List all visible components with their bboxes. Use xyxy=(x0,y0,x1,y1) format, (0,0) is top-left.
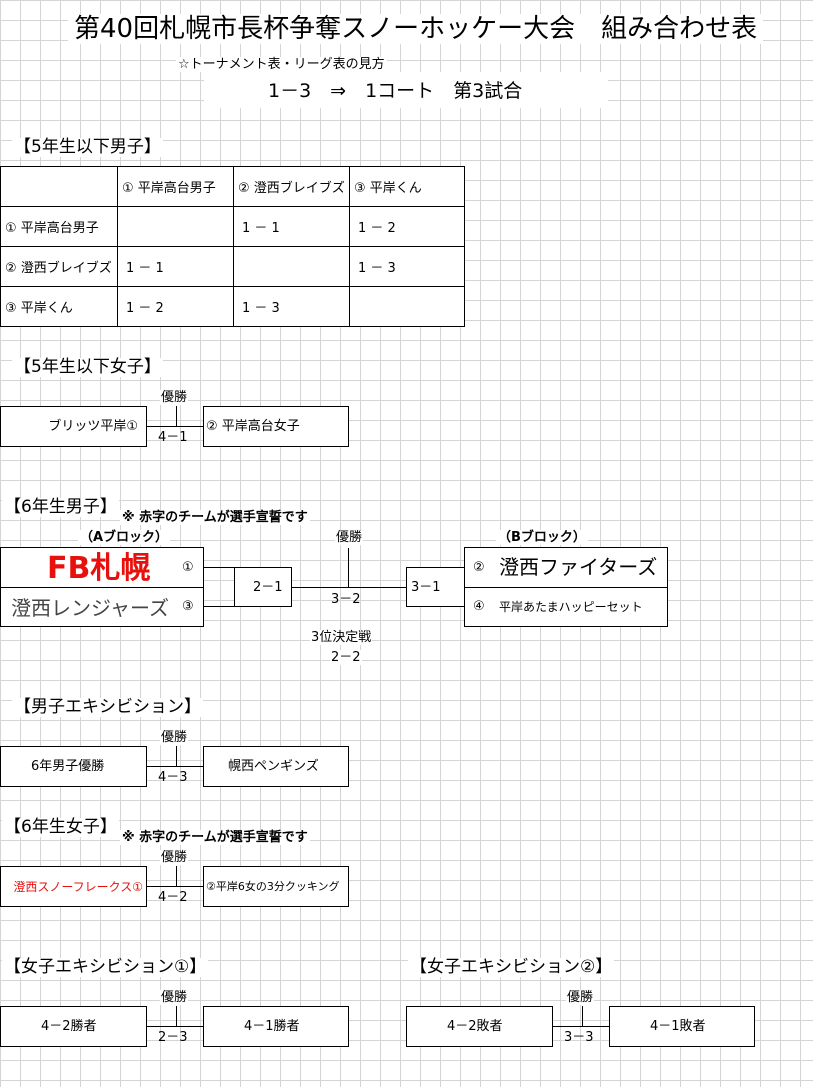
team-box: 6年男子優勝 xyxy=(0,746,147,787)
bracket-line xyxy=(291,587,407,588)
table-corner xyxy=(1,167,118,207)
team-box: 4－2勝者 xyxy=(0,1006,147,1047)
bracket-line xyxy=(146,886,204,887)
table-cell: 1 － 1 xyxy=(118,247,234,287)
semifinal-b-box: 3－1 xyxy=(406,567,465,607)
semifinal-a-box: 2－1 xyxy=(234,567,292,607)
team-name-red: FB札幌 xyxy=(47,551,151,586)
girls6-note: ※ 赤字のチームが選手宣誓です xyxy=(120,830,310,845)
bracket-line xyxy=(176,406,177,426)
boys6-note: ※ 赤字のチームが選手宣誓です xyxy=(120,510,310,525)
block-b-box: ② 澄西ファイターズ ④ 平岸あたまハッピーセット xyxy=(464,547,668,627)
seed-number: ② xyxy=(473,560,485,575)
team-box: 4－2敗者 xyxy=(406,1006,553,1047)
winner-label: 優勝 xyxy=(160,850,189,865)
girls-exhibition-1-header: 【女子エキシビション①】 xyxy=(2,957,209,977)
team-box: ② 平岸高台女子 xyxy=(203,406,349,447)
bracket-line xyxy=(348,548,349,587)
bracket-line xyxy=(176,866,177,886)
bracket-line xyxy=(146,1026,204,1027)
match-number: 2－1 xyxy=(253,580,283,595)
row-header: ① 平岸高台男子 xyxy=(1,207,118,247)
seed-number: ④ xyxy=(473,599,485,614)
winner-label: 優勝 xyxy=(160,990,189,1005)
team-name: 6年男子優勝 xyxy=(31,759,105,774)
team-box: ②平岸6女の3分クッキング xyxy=(203,866,349,907)
team-box: 4－1勝者 xyxy=(203,1006,349,1047)
seed-number: ① xyxy=(182,560,194,575)
col-header: ② 澄西ブレイブズ xyxy=(234,167,350,207)
team-box: 4－1敗者 xyxy=(609,1006,755,1047)
boys5-header: 【5年生以下男子】 xyxy=(12,137,163,157)
match-number: 3－3 xyxy=(564,1030,594,1045)
team-name: 平岸あたまハッピーセット xyxy=(499,600,643,614)
team-name: 4－1勝者 xyxy=(244,1019,300,1034)
team-box: 幌西ペンギンズ xyxy=(203,746,349,787)
team-name: ② 平岸高台女子 xyxy=(206,419,300,434)
bracket-line xyxy=(176,1006,177,1026)
boys-exhibition-header: 【男子エキシビション】 xyxy=(12,697,203,717)
final-match-number: 3－2 xyxy=(331,592,361,607)
team-box: ブリッツ平岸① xyxy=(0,406,147,447)
table-cell: 1 － 1 xyxy=(234,207,350,247)
third-place-label: 3位決定戦 xyxy=(310,630,373,645)
block-a-box: FB札幌 ① 澄西レンジャーズ ③ xyxy=(0,547,204,627)
girls-exhibition-2-header: 【女子エキシビション②】 xyxy=(408,957,615,977)
table-cell xyxy=(234,247,350,287)
girls6-header: 【6年生女子】 xyxy=(2,817,119,837)
bracket-line xyxy=(146,426,204,427)
divider xyxy=(1,587,203,588)
third-place-match: 2－2 xyxy=(330,650,362,665)
team-name: 4－2敗者 xyxy=(447,1019,503,1034)
boys5-league-table: ① 平岸高台男子 ② 澄西ブレイブズ ③ 平岸くん ① 平岸高台男子 1 － 1… xyxy=(0,166,465,327)
winner-label: 優勝 xyxy=(160,730,189,745)
team-name: ブリッツ平岸① xyxy=(48,419,138,434)
team-name: 澄西レンジャーズ xyxy=(11,596,169,620)
winner-label: 優勝 xyxy=(160,390,189,405)
divider xyxy=(465,587,667,588)
team-name: 4－1敗者 xyxy=(650,1019,706,1034)
winner-label: 優勝 xyxy=(335,530,364,545)
bracket-line xyxy=(203,567,235,568)
team-name: 幌西ペンギンズ xyxy=(228,759,319,774)
table-cell xyxy=(118,207,234,247)
bracket-line xyxy=(582,1006,583,1026)
boys6-header: 【6年生男子】 xyxy=(2,497,119,517)
match-number: 4－3 xyxy=(158,770,188,785)
team-name-red: 澄西スノーフレークス① xyxy=(13,880,143,894)
row-header: ② 澄西ブレイブズ xyxy=(1,247,118,287)
bracket-line xyxy=(176,746,177,766)
table-cell xyxy=(350,287,465,327)
match-number: 4－2 xyxy=(158,890,188,905)
bracket-line xyxy=(552,1026,610,1027)
bracket-line xyxy=(146,766,204,767)
team-name: ②平岸6女の3分クッキング xyxy=(206,880,340,893)
team-box: 澄西スノーフレークス① xyxy=(0,866,147,907)
col-header: ① 平岸高台男子 xyxy=(118,167,234,207)
legend-example-box: 1－3 ⇒ 1コート 第3試合 xyxy=(204,72,608,108)
block-a-label: （Aブロック） xyxy=(78,530,171,545)
team-name: 4－2勝者 xyxy=(41,1019,97,1034)
legend-caption: ☆トーナメント表・リーグ表の見方 xyxy=(176,57,387,72)
block-b-label: （Bブロック） xyxy=(496,530,588,545)
team-name: 澄西ファイターズ xyxy=(499,555,658,579)
match-number: 3－1 xyxy=(411,580,441,595)
page-title: 第40回札幌市長杯争奪スノーホッケー大会 組み合わせ表 xyxy=(68,14,764,44)
seed-number: ③ xyxy=(182,599,194,614)
table-cell: 1 － 3 xyxy=(234,287,350,327)
table-cell: 1 － 3 xyxy=(350,247,465,287)
bracket-line xyxy=(203,606,235,607)
legend-example: 1－3 ⇒ 1コート 第3試合 xyxy=(268,80,523,102)
col-header: ③ 平岸くん xyxy=(350,167,465,207)
table-cell: 1 － 2 xyxy=(118,287,234,327)
table-cell: 1 － 2 xyxy=(350,207,465,247)
winner-label: 優勝 xyxy=(566,990,595,1005)
match-number: 2－3 xyxy=(158,1030,188,1045)
match-number: 4－1 xyxy=(158,430,188,445)
row-header: ③ 平岸くん xyxy=(1,287,118,327)
girls5-header: 【5年生以下女子】 xyxy=(12,357,163,377)
